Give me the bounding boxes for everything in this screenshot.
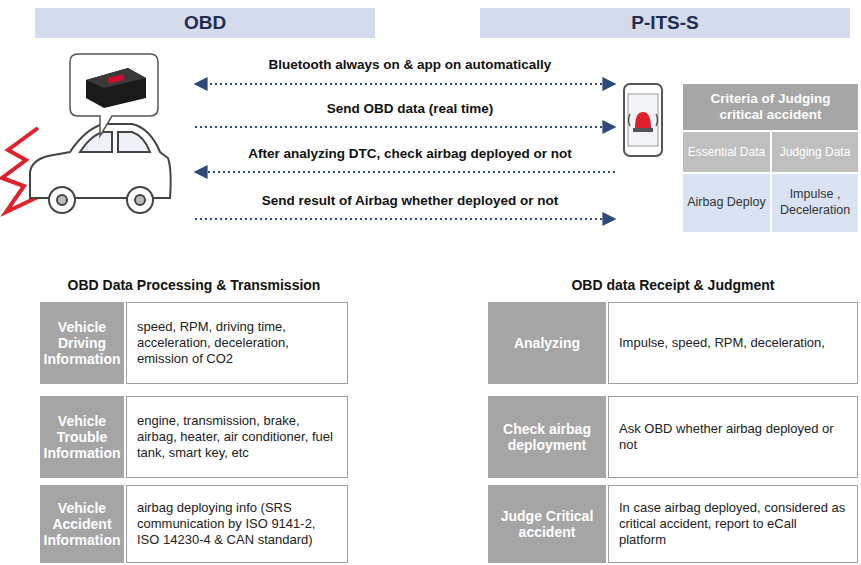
category-box: Vehicle Driving Information: [40, 302, 126, 384]
box-title: Analyzing: [514, 335, 580, 351]
table-cell: Judging Data: [772, 132, 858, 172]
box-title: Check airbag deployment: [492, 421, 602, 453]
detail-box: Impulse, speed, RPM, deceleration,: [608, 302, 858, 384]
car-illustration: [30, 124, 171, 213]
box-title: Vehicle Trouble Information: [44, 413, 121, 461]
box-title: P-ITS-S: [631, 12, 699, 34]
arrow-label: After analyzing DTC, check airbag deploy…: [205, 143, 615, 163]
detail-box: In case airbag deployed, considered as c…: [608, 485, 858, 563]
detail-box: Ask OBD whether airbag deployed or not: [608, 396, 858, 478]
step-box: Check airbag deployment: [488, 396, 608, 478]
detail-text: airbag deploying info (SRS communication…: [137, 500, 337, 549]
detail-text: engine, transmission, brake, airbag, hea…: [137, 413, 337, 462]
step-box: Judge Critical accident: [488, 485, 608, 563]
detail-box: speed, RPM, driving time, acceleration, …: [126, 302, 348, 384]
detail-box: engine, transmission, brake, airbag, hea…: [126, 396, 348, 478]
table-cell: Impulse , Deceleration: [772, 174, 858, 232]
category-box: Vehicle Accident Information: [40, 485, 126, 563]
box-title: Vehicle Accident Information: [44, 500, 121, 548]
detail-text: speed, RPM, driving time, acceleration, …: [137, 319, 337, 368]
table-header-cell: Criteria of Judging critical accident: [683, 84, 858, 130]
section-heading: OBD Data Processing & Transmission: [40, 274, 348, 296]
detail-text: In case airbag deployed, considered as c…: [619, 500, 847, 549]
table-cell: Airbag Deploy: [683, 174, 770, 232]
box-title: Vehicle Driving Information: [44, 319, 121, 367]
section-heading: OBD data Receipt & Judgment: [488, 274, 858, 296]
message-arrows: [195, 84, 615, 219]
box-title: Judge Critical accident: [492, 508, 602, 540]
arrow-label: Bluetooth always on & app on automatical…: [205, 54, 615, 74]
header-band: OBD: [35, 8, 375, 38]
arrow-label: Send result of Airbag whether deployed o…: [205, 190, 615, 210]
step-box: Analyzing: [488, 302, 608, 384]
obd-device-callout: [70, 54, 158, 136]
detail-box: airbag deploying info (SRS communication…: [126, 485, 348, 563]
header-band: P-ITS-S: [480, 8, 850, 38]
arrow-label: Send OBD data (real time): [205, 98, 615, 118]
detail-text: Ask OBD whether airbag deployed or not: [619, 421, 847, 454]
box-title: OBD: [184, 12, 226, 34]
category-box: Vehicle Trouble Information: [40, 396, 126, 478]
table-cell: Essential Data: [683, 132, 770, 172]
phone-icon: [624, 84, 662, 156]
detail-text: Impulse, speed, RPM, deceleration,: [619, 335, 825, 351]
